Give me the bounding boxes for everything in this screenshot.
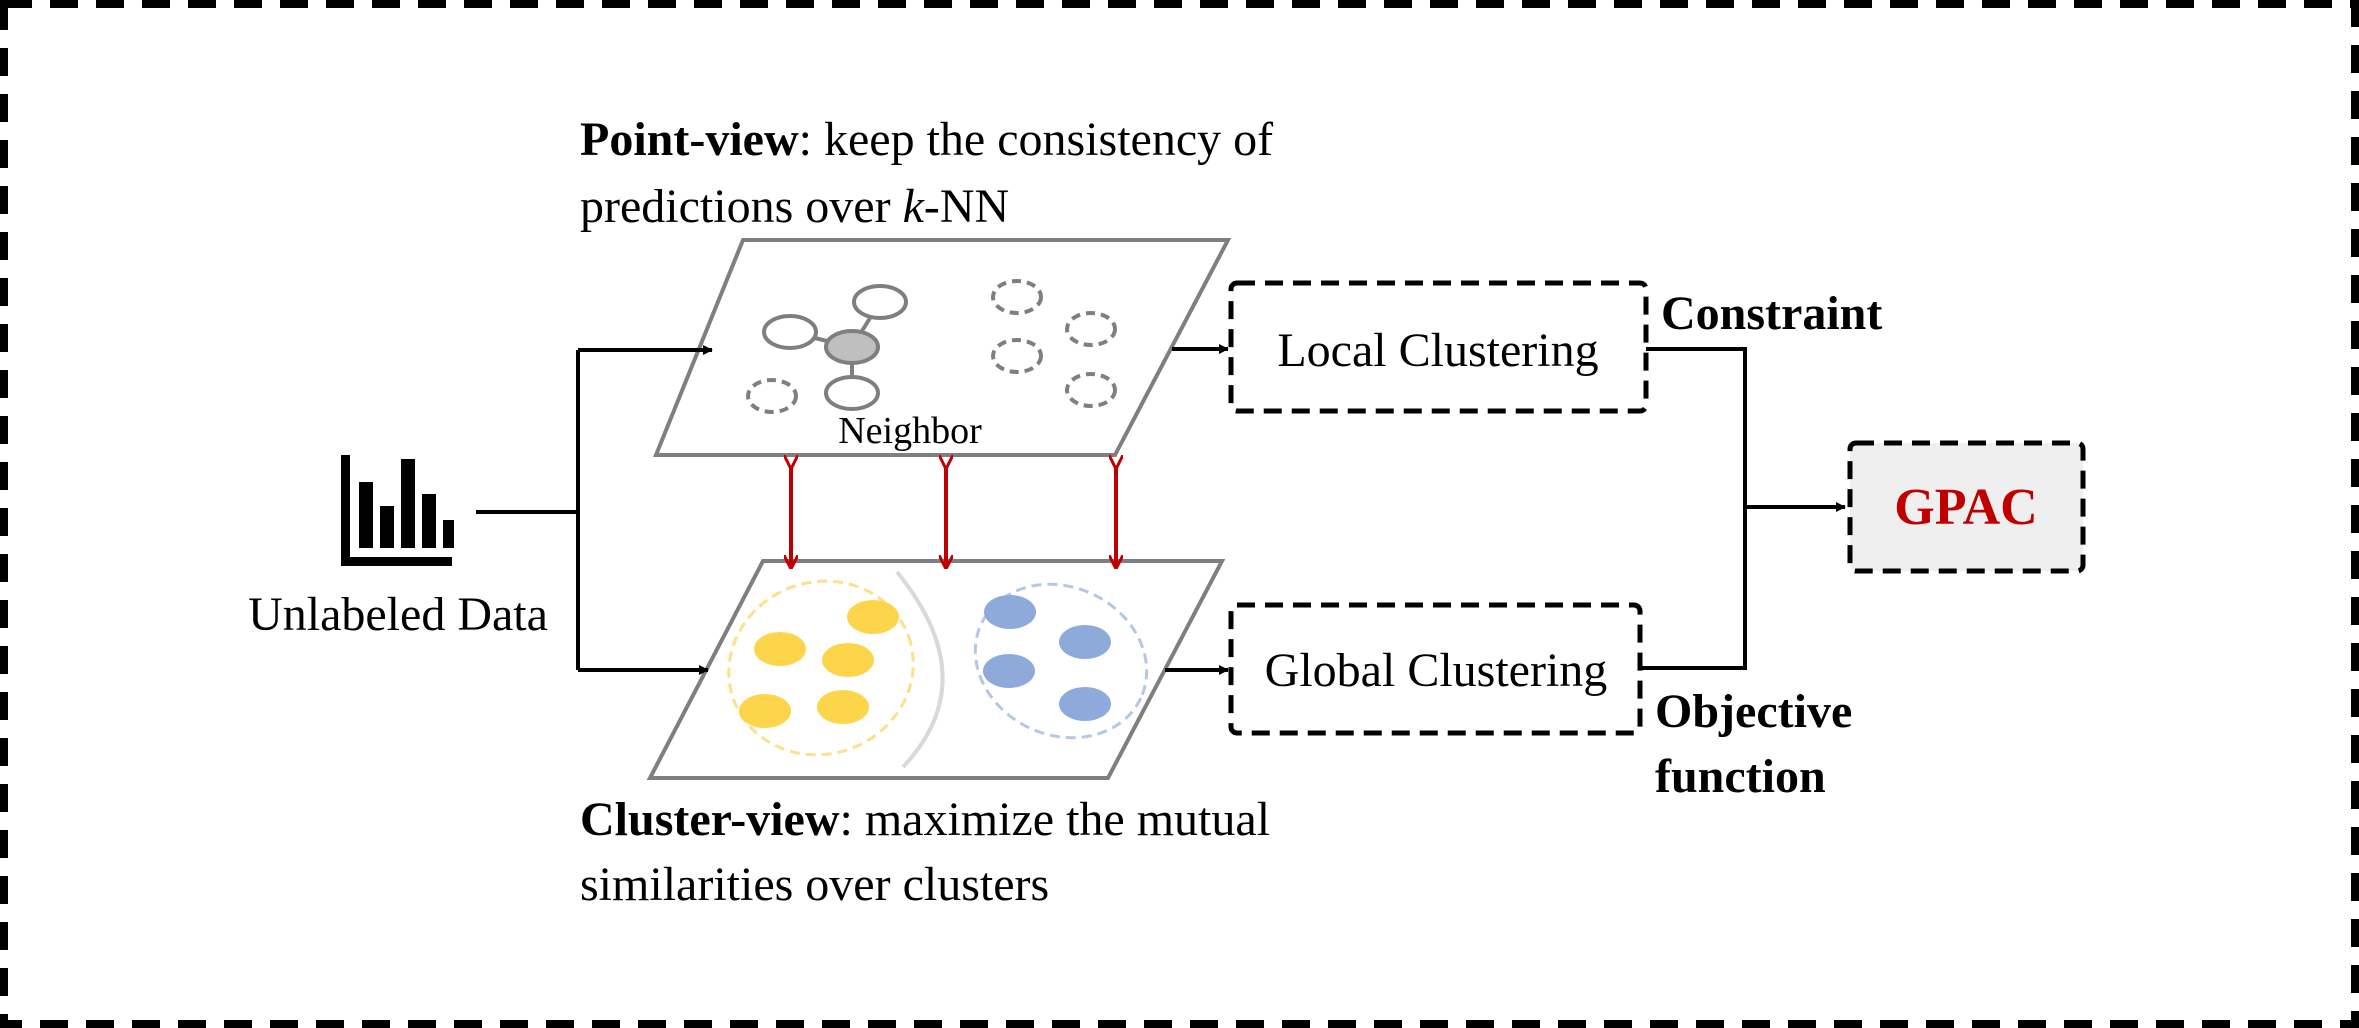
cluster-view-caption: Cluster-view: maximize the mutual	[580, 793, 1270, 846]
yellow-point	[817, 690, 869, 724]
gpac-label: GPAC	[1894, 479, 2037, 536]
knn-graph	[762, 284, 908, 411]
point-view-caption: Point-view: keep the consistency of	[580, 113, 1273, 166]
cross-view-links	[791, 467, 1116, 567]
cluster-view-plane	[646, 559, 1226, 780]
blue-point	[1059, 625, 1111, 659]
cluster-view-desc-1: : maximize the mutual	[839, 793, 1270, 846]
dashed-node	[746, 378, 798, 414]
yellow-cluster-boundary	[727, 579, 915, 757]
constraint-label: Constraint	[1661, 287, 1882, 340]
yellow-cluster	[739, 600, 899, 728]
yellow-point	[847, 600, 899, 634]
dashed-node	[1065, 311, 1117, 347]
blue-cluster	[983, 595, 1111, 721]
neighbor-node	[852, 284, 908, 320]
objective-label-2: function	[1655, 750, 1826, 803]
point-view-caption-line2: predictions over k-NN	[580, 180, 1009, 233]
bar-chart-icon	[341, 455, 454, 566]
point-view-desc-1: : keep the consistency of	[799, 113, 1274, 166]
gpac-box	[1847, 440, 2086, 574]
neighbor-node	[762, 314, 818, 350]
unlinked-nodes	[746, 279, 1117, 414]
yellow-point	[754, 632, 806, 666]
cluster-view-title: Cluster-view	[580, 793, 840, 846]
point-view-title: Point-view	[580, 113, 799, 166]
neighbor-label: Neighbor	[838, 410, 982, 452]
point-view-desc-2: predictions over	[580, 180, 903, 233]
neighbor-node	[824, 375, 880, 411]
input-arrows	[476, 345, 713, 675]
k-symbol: k	[903, 180, 926, 233]
dashed-node	[991, 279, 1043, 315]
cluster-separator	[895, 570, 945, 769]
blue-point	[984, 595, 1036, 629]
global-clustering-label: Global Clustering	[1265, 644, 1608, 697]
view-to-box-arrows	[1165, 344, 1229, 675]
dashed-node	[991, 338, 1043, 374]
objective-label-1: Objective	[1655, 685, 1852, 738]
local-clustering-box	[1228, 280, 1649, 414]
blue-point	[1059, 687, 1111, 721]
anchor-node	[824, 329, 880, 365]
unlabeled-data-label: Unlabeled Data	[248, 588, 548, 641]
dashed-node	[1065, 372, 1117, 408]
local-clustering-label: Local Clustering	[1277, 324, 1598, 377]
point-view-desc-3: -NN	[924, 180, 1009, 233]
yellow-point	[739, 694, 791, 728]
merge-connector	[1640, 347, 1846, 670]
yellow-point	[822, 643, 874, 677]
cluster-view-caption-line2: similarities over clusters	[580, 858, 1049, 911]
blue-cluster-boundary	[973, 582, 1149, 740]
blue-point	[983, 654, 1035, 688]
